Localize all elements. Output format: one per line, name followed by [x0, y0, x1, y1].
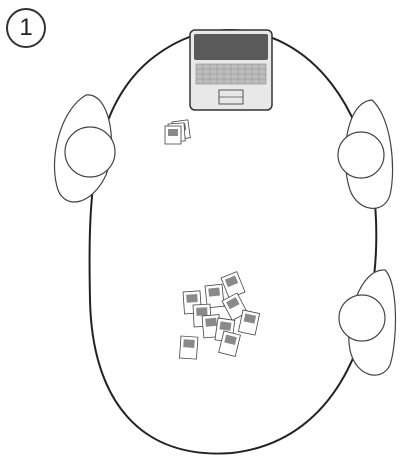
document-icon: [179, 335, 199, 360]
document-stack-small: [164, 119, 191, 145]
document-icon: [220, 271, 246, 299]
chair-right-bottom: [338, 269, 397, 376]
document-icon: [204, 283, 225, 309]
chair-left: [53, 94, 116, 203]
chair-right-top: [337, 99, 394, 209]
document-scatter: [179, 271, 261, 360]
document-icon: [221, 292, 248, 321]
laptop-icon: [189, 29, 273, 111]
step-number: 1: [19, 14, 33, 41]
step-number-badge: 1: [6, 8, 46, 48]
document-icon: [218, 330, 241, 357]
document-icon: [237, 309, 261, 336]
